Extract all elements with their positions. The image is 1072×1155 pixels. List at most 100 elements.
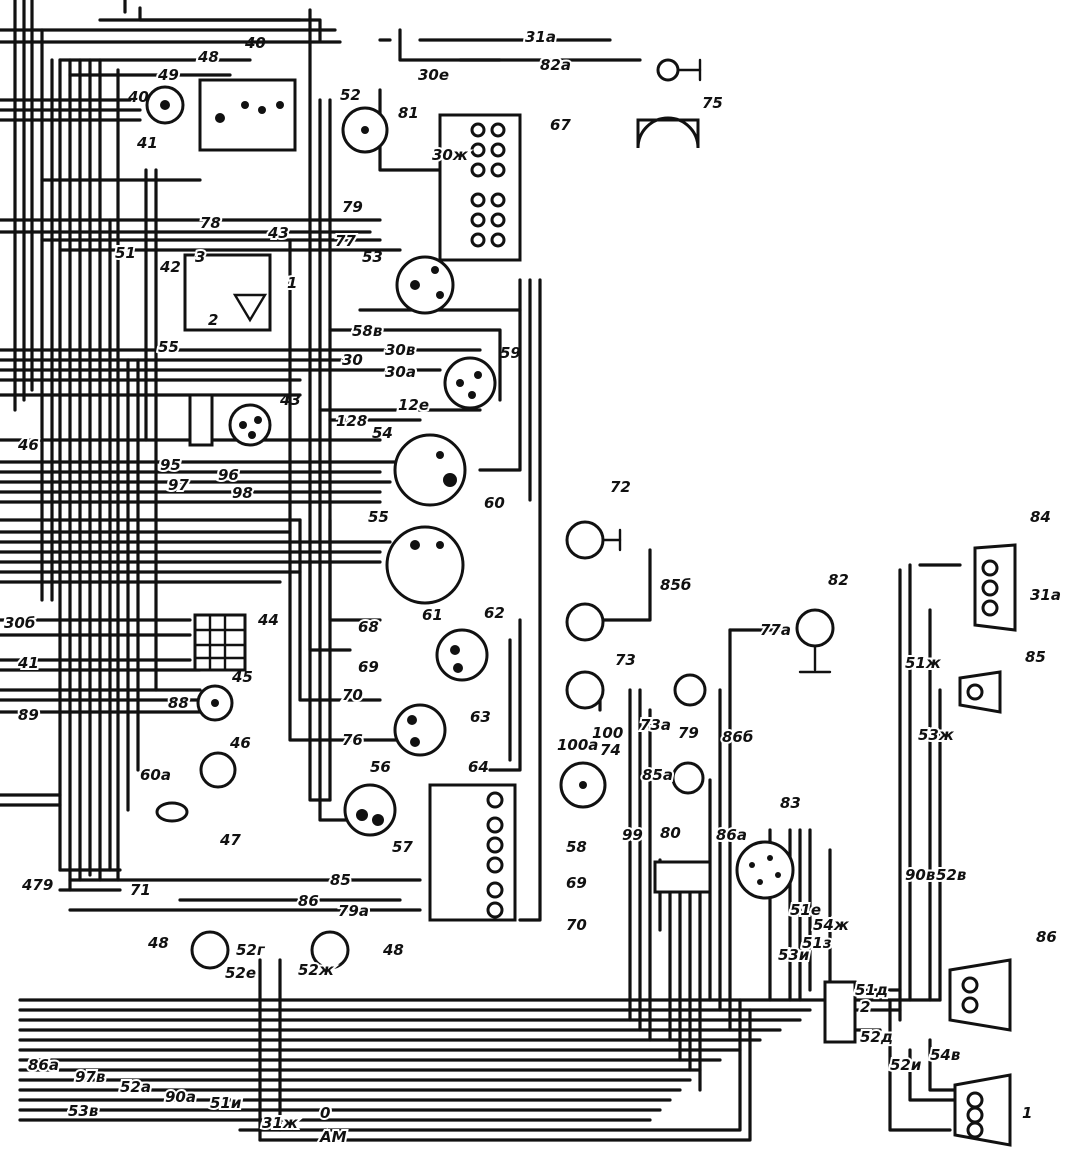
wire-label: 100 [592, 724, 623, 742]
wire-label: 52a [120, 1078, 151, 1096]
wire-label: 52и [890, 1056, 922, 1074]
label-c67: 67 [550, 116, 571, 134]
wire-label: 97в [75, 1068, 105, 1086]
wire-label: 85a [642, 766, 673, 784]
wire-label: 86б [722, 728, 753, 746]
wire-label: 53в [68, 1102, 98, 1120]
label-c83: 83 [780, 794, 801, 812]
wire-label: 54ж [813, 916, 850, 934]
label-c74: 74 [600, 741, 621, 759]
wire-label: 30б [4, 614, 35, 632]
label-c58: 58 [566, 838, 587, 856]
label-c61: 61 [422, 606, 443, 624]
wire-label: 96 [218, 466, 239, 484]
wire-label: 86a [28, 1056, 59, 1074]
wire-label: 99 [622, 826, 643, 844]
label-c41: 41 [136, 134, 158, 152]
wire-label: 68 [358, 618, 379, 636]
wire-label: 51и [210, 1094, 242, 1112]
wire-label: 90a [165, 1088, 196, 1106]
wire-label: 52д [860, 1028, 893, 1046]
wire-label: 43 [267, 224, 289, 242]
label-c48a: 48 [147, 934, 169, 952]
wire-label: 86 [298, 892, 319, 910]
wire-label: 52г [236, 941, 266, 959]
label-c60: 60 [484, 494, 505, 512]
wire-label: 58в [352, 322, 382, 340]
wire-label: 51з [802, 934, 832, 952]
wire-label: 71 [130, 881, 151, 899]
wire-label: 51д [855, 981, 888, 999]
label-c85: 85 [1025, 648, 1046, 666]
wire-label: 48 [197, 48, 219, 66]
label-c56: 56 [370, 758, 391, 776]
wire-label: 52e [225, 964, 256, 982]
label-c43: 43 [279, 391, 301, 409]
label-c42: 42 [159, 258, 181, 276]
wire-label: 52в [936, 866, 966, 884]
wire-label: 479 [21, 876, 53, 894]
wire-label: 1 [1022, 1104, 1032, 1122]
wire-label: 70 [342, 686, 363, 704]
right-harness [598, 548, 962, 1132]
wire-label: 41 [17, 654, 39, 672]
label-c63: 63 [470, 708, 491, 726]
label-c52: 52 [340, 86, 361, 104]
label-c40a: 40 [127, 88, 149, 106]
label-c57: 57 [392, 838, 413, 856]
label-c46: 46 [229, 734, 251, 752]
wire-label: 90в [905, 866, 935, 884]
wire-label: 60a [140, 766, 171, 784]
label-c72: 72 [610, 478, 631, 496]
wire-label: 77 [335, 232, 356, 250]
wire-label: 30ж [432, 146, 469, 164]
wire-label: 95 [160, 456, 181, 474]
middle-vertical-wires [288, 8, 642, 922]
label-c59: 59 [500, 344, 521, 362]
label-c82: 82 [828, 571, 849, 589]
wire-label: 82a [540, 56, 571, 74]
component-shapes [145, 58, 1017, 1147]
wire-label: 30в [385, 341, 415, 359]
wire-label: 128 [336, 412, 367, 430]
label-c70: 70 [566, 916, 587, 934]
label-c75: 75 [702, 94, 723, 112]
wire-label: 86a [716, 826, 747, 844]
wire-label: 85 [330, 871, 351, 889]
wire-label: 78 [200, 214, 221, 232]
wire-label: 52ж [298, 961, 335, 979]
label-c73: 73 [615, 651, 636, 669]
wire-label: 51 [115, 244, 136, 262]
wire-label: 2 [208, 311, 218, 329]
wire-label: 31a [525, 28, 556, 46]
label-c53: 53 [362, 248, 383, 266]
wire-label: 30e [418, 66, 449, 84]
wire-label: 46 [17, 436, 39, 454]
label-c86: 86 [1036, 928, 1057, 946]
wire-label: 77a [760, 621, 791, 639]
label-c80: 80 [660, 824, 681, 842]
wire-label: 69 [358, 658, 379, 676]
wire-label: 31ж [262, 1114, 299, 1132]
wire-label: 76 [342, 731, 363, 749]
wire-label: 81 [398, 104, 419, 122]
wire-label: 3 [195, 248, 205, 266]
wire-label: 54в [930, 1046, 960, 1064]
wire-label: 97 [168, 476, 189, 494]
wire-label: 2 [860, 998, 870, 1016]
label-c45: 45 [231, 668, 253, 686]
wire-label: 53ж [918, 726, 955, 744]
label-c48b: 48 [382, 941, 404, 959]
left-horizontal-wires [0, 0, 482, 912]
label-c69: 69 [566, 874, 587, 892]
bottom-bundle [18, 958, 942, 1142]
label-c84: 84 [1030, 508, 1051, 526]
label-c44: 44 [257, 611, 279, 629]
wire-labels: 31a 82a 30e 49 48 81 30ж 79 78 43 77 51 … [2, 26, 1063, 1148]
wire-label: AM [319, 1128, 347, 1146]
wire-label: 55 [158, 338, 179, 356]
wire-label: 85б [660, 576, 691, 594]
label-c40b: 40 [244, 34, 266, 52]
component-labels: 40 40 41 42 43 44 45 46 47 48 48 52 53 5… [127, 34, 1057, 959]
